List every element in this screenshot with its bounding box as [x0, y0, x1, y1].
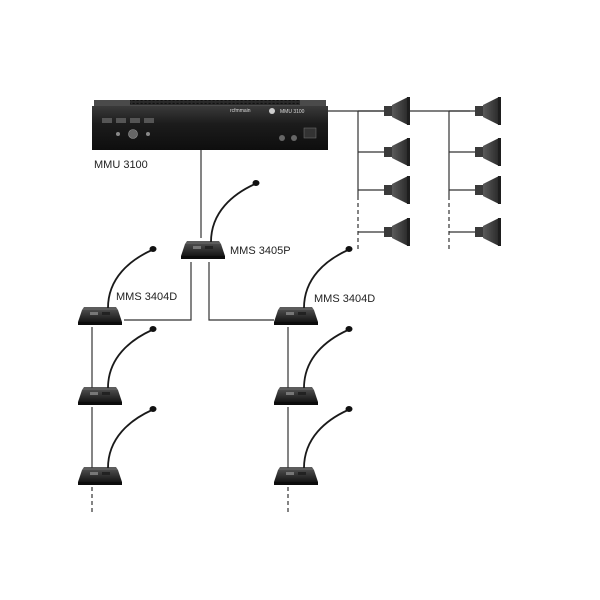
horn-speaker-icon: [475, 218, 501, 246]
delegate-right-label: MMS 3404D: [314, 293, 375, 305]
chairman-to-left-wire: [124, 262, 192, 321]
horn-speaker-icon: [475, 138, 501, 166]
amplifier-front-panel: [92, 106, 328, 150]
speaker-column-2: [448, 97, 501, 250]
horn-speaker-icon: [384, 176, 410, 204]
horn-speaker-icon: [384, 97, 410, 125]
power-switch-icon: [303, 127, 317, 139]
volume-knob-icon: [128, 129, 138, 139]
amplifier-knob-row: [102, 118, 317, 141]
amplifier-model-label: MMU 3100: [94, 159, 148, 171]
delegate-microphone-icon: [273, 245, 354, 326]
horn-speaker-icon: [384, 218, 410, 246]
horn-speaker-icon: [475, 97, 501, 125]
right-knob-icon: [279, 135, 285, 141]
speaker-column-1: [357, 97, 410, 250]
amplifier-unit: rcfmmain MMU 3100: [92, 100, 328, 150]
horn-speaker-icon: [384, 138, 410, 166]
delegate-left-label: MMS 3404D: [116, 291, 177, 303]
chairman-to-right-wire: [208, 262, 274, 321]
delegate-microphone-icon: [77, 325, 158, 406]
delegate-microphone-icon: [273, 325, 354, 406]
amplifier-panel-model: MMU 3100: [280, 109, 305, 115]
amplifier-brand-text: rcfmmain: [230, 108, 251, 114]
delegate-chain-left: [77, 245, 158, 512]
delegate-microphone-icon: [77, 245, 158, 326]
delegate-microphone-icon: [77, 405, 158, 486]
delegate-chain-right: [273, 245, 354, 512]
amplifier-vents: [130, 100, 300, 105]
delegate-microphone-icon: [273, 405, 354, 486]
brand-logo-icon: [269, 108, 275, 114]
horn-speaker-icon: [475, 176, 501, 204]
chairman-unit-label: MMS 3405P: [230, 245, 291, 257]
